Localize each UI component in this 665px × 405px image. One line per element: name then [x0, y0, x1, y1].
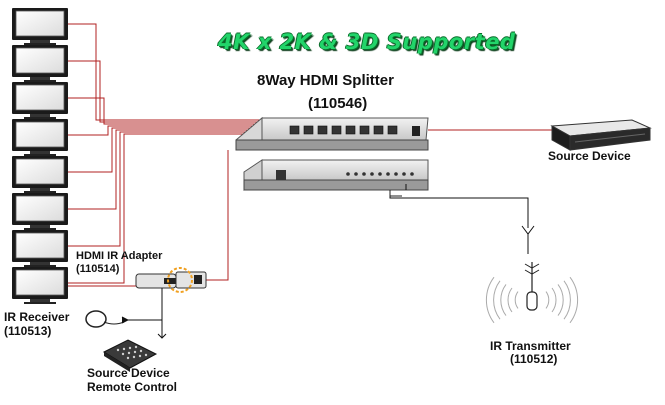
remote-buttons: [116, 345, 148, 360]
ir-jack: [410, 172, 414, 176]
hdmi-output-port: [289, 125, 300, 135]
hdmi-cable: [68, 131, 262, 247]
remote-line2-label: Remote Control: [87, 380, 177, 394]
ir-jack: [346, 172, 350, 176]
remote-button: [128, 346, 132, 350]
hdmi-cable: [68, 97, 262, 125]
hdmi-output-port: [373, 125, 384, 135]
hdmi-output-port: [345, 125, 356, 135]
ir-jack: [402, 172, 406, 176]
hdmi-output-port: [303, 125, 314, 135]
monitor: [12, 156, 68, 193]
monitor: [12, 193, 68, 230]
monitor: [12, 230, 68, 267]
headline-4k-3d: 4K x 2K & 3D Supported: [218, 30, 516, 54]
ir-jack: [386, 172, 390, 176]
ir-transmitter-model-label: (110512): [510, 352, 558, 366]
splitter-model-label: (110546): [308, 95, 368, 112]
ir-wave: [551, 287, 557, 313]
remote-button: [134, 345, 138, 349]
hdmi-output-port: [359, 125, 370, 135]
ir-receiver-model-label: (110513): [4, 324, 52, 338]
source-device-graphic: [550, 119, 652, 151]
ir-adapter-model-label: (110514): [76, 263, 120, 275]
remote-line1-label: Source Device: [87, 366, 170, 380]
monitor: [12, 267, 68, 304]
monitor: [12, 8, 68, 45]
hdmi-cable: [68, 125, 262, 136]
remote-button: [122, 347, 126, 351]
hdmi-cable: [68, 127, 262, 173]
ir-signal-waves: [485, 276, 579, 324]
splitter-name-label: 8Way HDMI Splitter: [257, 72, 394, 89]
remote-button: [121, 352, 125, 356]
ir-wave: [569, 276, 579, 324]
source-device-label: Source Device: [548, 149, 631, 163]
ir-wave: [563, 280, 571, 320]
ir-adapter-name-label: HDMI IR Adapter: [76, 250, 163, 262]
hdmi-cables: [68, 23, 552, 287]
remote-button: [126, 356, 130, 360]
hdmi-splitter-device: [235, 116, 429, 151]
remote-button: [127, 351, 131, 355]
remote-button: [116, 348, 120, 352]
ir-wave: [493, 280, 501, 320]
ir-wave: [507, 287, 513, 313]
remote-button: [138, 354, 142, 358]
hdmi-cable: [68, 23, 262, 121]
ir-jack: [378, 172, 382, 176]
remote-button: [139, 349, 143, 353]
remote-button: [133, 350, 137, 354]
hdmi-output-port: [317, 125, 328, 135]
monitor: [12, 45, 68, 82]
hdmi-cable: [68, 60, 262, 123]
ir-transmitter-graphic: [485, 262, 579, 324]
hdmi-cable-adapter: [206, 150, 229, 281]
monitor: [12, 119, 68, 156]
hdmi-output-port: [387, 125, 398, 135]
ir-jack: [362, 172, 366, 176]
ir-wave: [500, 284, 507, 316]
hdmi-cable: [68, 129, 262, 210]
ir-wave: [514, 291, 519, 309]
ir-hub-jacks: [346, 172, 414, 176]
remote-control-graphic: [102, 339, 158, 372]
monitor: [12, 82, 68, 119]
remote-button: [132, 355, 136, 359]
ir-receiver-graphic: [85, 310, 125, 328]
ir-wave: [545, 291, 550, 309]
ir-receiver-name-label: IR Receiver: [4, 310, 70, 324]
hdmi-output-port: [331, 125, 342, 135]
ir-jack: [370, 172, 374, 176]
ir-hub-device: [243, 159, 429, 191]
ir-wave: [557, 284, 564, 316]
ir-transmitter-name-label: IR Transmitter: [490, 339, 571, 353]
ir-jack: [394, 172, 398, 176]
ir-wave: [485, 276, 495, 324]
remote-button: [144, 353, 148, 357]
hdmi-ir-adapter-graphic: [135, 267, 207, 293]
splitter-hdmi-ports: [289, 125, 398, 135]
monitor-stack: [12, 8, 68, 304]
hdmi-cable: [68, 133, 262, 284]
ir-jack: [354, 172, 358, 176]
ir-cables: [121, 184, 535, 339]
